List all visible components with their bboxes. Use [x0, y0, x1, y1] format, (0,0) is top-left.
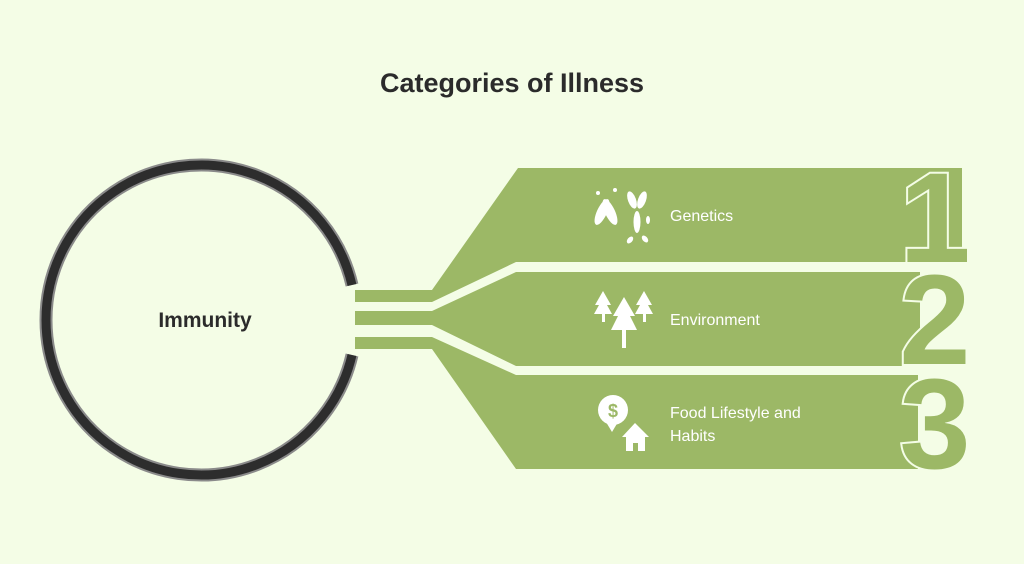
money-home-icon: $ — [598, 395, 649, 451]
label-environment: Environment — [670, 312, 760, 329]
band-2 — [355, 272, 920, 366]
trees-icon — [594, 291, 653, 348]
number-3: 3 — [899, 353, 970, 496]
number-2: 2 — [899, 249, 970, 392]
label-food-line1: Food Lifestyle and — [670, 405, 801, 422]
chromosome-icon — [594, 188, 650, 244]
band-3 — [355, 337, 918, 469]
number-1: 1 — [899, 147, 970, 290]
label-genetics: Genetics — [670, 208, 733, 225]
immunity-ring — [39, 158, 359, 482]
svg-text:$: $ — [608, 401, 618, 421]
band-1 — [355, 168, 962, 302]
diagram-title: Categories of Illness — [380, 68, 644, 98]
center-label: Immunity — [158, 309, 252, 332]
label-food-line2: Habits — [670, 428, 715, 445]
